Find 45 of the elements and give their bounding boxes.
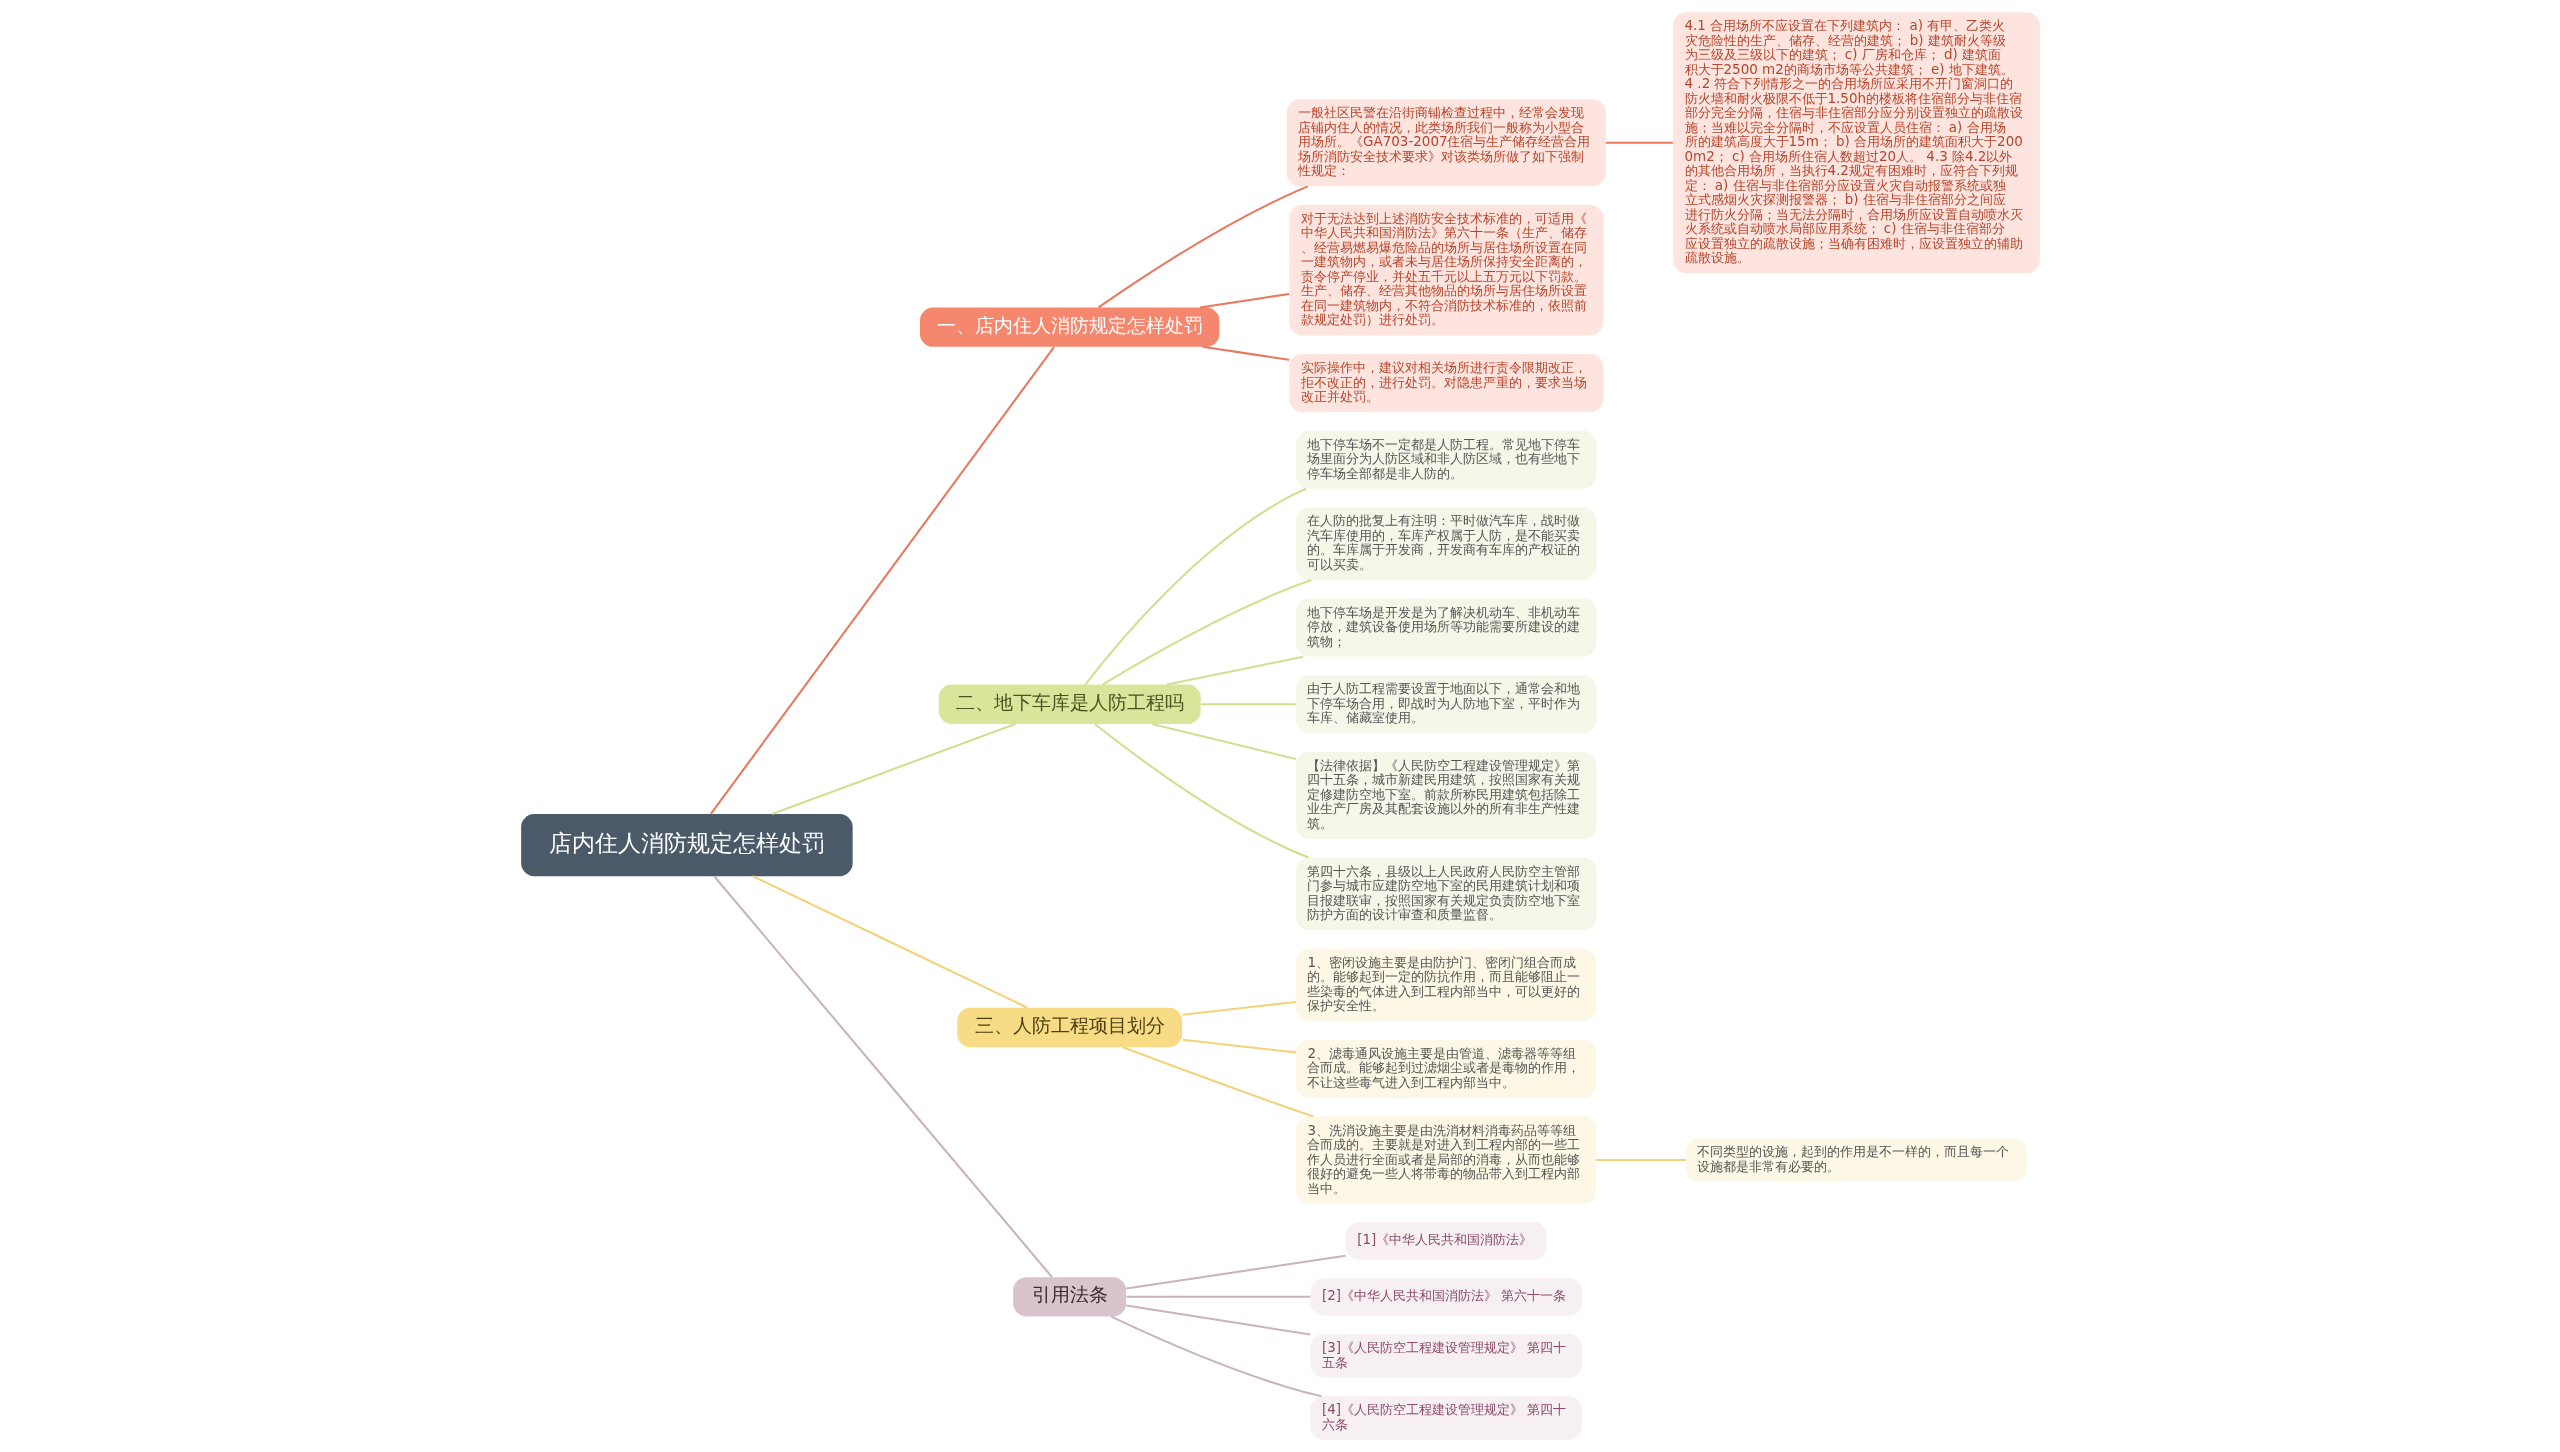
node-box: 地下停车场是开发是为了解决机动车、非机动车停放，建筑设备使用场所等功能需要所建设的建筑物； xyxy=(1295,598,1596,657)
node-box: 第四十六条，县级以上人民政府人民防空主管部门参与城市应建防空地下室的民用建筑计划和项目报建联审，按照国家有关规定负责防空地下室防护方面的设计审查和质量监督。 xyxy=(1295,857,1596,931)
node-box: 引用法条 xyxy=(1012,1277,1126,1317)
node-box: 在人防的批复上有注明：平时做汽车库，战时做汽车库使用的，车库产权属于人防，是不能买卖的。车库属于开发商，开发商有车库的产权证的可以买卖。 xyxy=(1295,507,1596,580)
connector xyxy=(1596,1159,1686,1162)
node-box: [4]《人民防空工程建设管理规定》 第四十六条 xyxy=(1310,1396,1582,1440)
node-box: 由于人防工程需要设置于地面以下，通常会和地下停车场合用，即战时为人防地下室，平时作为车库、储藏室使用。 xyxy=(1295,675,1596,734)
connector xyxy=(1125,1254,1346,1290)
node-box: 2、滤毒通风设施主要是由管道、滤毒器等等组合而成。能够起到过滤烟尘或者是毒物的作用，不让这些毒气进入到工程内部当中。 xyxy=(1295,1039,1596,1098)
node-box: 1、密闭设施主要是由防护门、密闭门组合而成的。能够起到一定的防抗作用，而且能够阻止一些染毒的气体进入到工程内部当中，可以更好的保护安全性。 xyxy=(1295,948,1596,1022)
node-box: 实际操作中，建议对相关场所进行责令限期改正，拒不改正的，进行处罚。对隐患严重的，要求当场改正并处罚。 xyxy=(1288,354,1603,413)
node-box: 【法律依据】《人民防空工程建设管理规定》第四十五条，城市新建民用建筑，按照国家有关规定修建防空地下室。前款所称民用建筑包括除工业生产厂房及其配套设施以外的所有非生产性建筑。 xyxy=(1295,751,1596,839)
connector xyxy=(1093,723,1309,859)
connector xyxy=(1199,292,1289,309)
connector xyxy=(1122,1046,1314,1118)
connector xyxy=(713,875,1053,1278)
connector xyxy=(752,875,1028,1009)
node-box: 一、店内住人消防规定怎样处罚 xyxy=(919,307,1219,347)
node-box: 地下停车场不一定都是人防工程。常见地下停车场里面分为人防区域和非人防区域，也有些地下停车场全部都是非人防的。 xyxy=(1295,430,1596,489)
connector xyxy=(709,346,1055,815)
connector xyxy=(1200,703,1296,706)
connector xyxy=(1084,487,1307,686)
connector xyxy=(771,723,1016,816)
connector xyxy=(1181,1000,1296,1016)
node-box: 店内住人消防规定怎样处罚 xyxy=(520,814,853,877)
connector xyxy=(1201,345,1289,361)
connector xyxy=(1166,655,1303,686)
node-box: 三、人防工程项目划分 xyxy=(956,1007,1182,1048)
node-box: 3、洗消设施主要是由洗消材料消毒药品等等组合而成的。主要就是对进入到工程内部的一些工作人员进行全面或者是局部的消毒，从而也能够很好的避免一些人将带毒的物品带入到工程内部当中。 xyxy=(1295,1116,1596,1204)
connector xyxy=(1125,1295,1310,1298)
connector xyxy=(1151,723,1296,761)
node-box: [1]《中华人民共和国消防法》 xyxy=(1345,1222,1547,1260)
connector xyxy=(1101,579,1312,686)
node-box: 4.1 合用场所不应设置在下列建筑内： a) 有甲、乙类火灾危险性的生产、储存、经营的建筑； b) 建筑耐火等级为三级及三级以下的建筑； c) 厂房和仓库； d) 建筑面积大于2500 m2的商场市场等公共建筑； e) 地下建筑。 4 .2 符合下列情形之一的合用场所应采用不开门窗洞口的防火墙和耐火极限不低于1.50h的楼板将住宿部分与非住宿部分完全分隔，住宿与非住宿部分应分别设置独立的疏散设施；当难以完全分隔时，不应设置人员住宿： a) 合用场所的建筑高度大于15m； b) 合用场所的建筑面积大于2000m2； c) 合用场所住宿人数超过20人。 4.3 除4.2以外的其他合用场所，当执行4.2规定有困难时，应符合下列规定： a) 住宿与非住宿部分应设置火灾自动报警系统或独立式感烟火灾探测报警器； b) 住宿与非住宿部分之间应进行防火分隔；当无法分隔时，合用场所应设置自动喷水灭火系统或自动喷水局部应用系统； c) 住宿与非住宿部分应设置独立的疏散设施；当确有困难时，应设置独立的辅助疏散设施。 xyxy=(1672,12,2040,274)
connector xyxy=(1605,141,1673,144)
node-box: 不同类型的设施，起到的作用是不一样的，而且每一个设施都是非常有必要的。 xyxy=(1685,1138,2027,1182)
node-box: [2]《中华人民共和国消防法》 第六十一条 xyxy=(1310,1278,1582,1316)
connector xyxy=(1181,1038,1296,1054)
node-box: 一般社区民警在沿街商铺检查过程中，经常会发现店铺内住人的情况，此类场所我们一般称为小型合用场所。《GA703-2007住宿与生产储存经营合用场所消防安全技术要求》对该类场所做了如下强制性规定： xyxy=(1286,99,1606,187)
connector xyxy=(1125,1304,1310,1336)
connector xyxy=(1110,1315,1322,1398)
node-box: 对于无法达到上述消防安全技术标准的，可适用《中华人民共和国消防法》第六十一条（生产、储存、经营易燃易爆危险品的场所与居住场所设置在同一建筑物内，或者未与居住场所保持安全距离的，责令停产停业，并处五千元以上五万元以下罚款。生产、储存、经营其他物品的场所与居住场所设置在同一建筑物内，不符合消防技术标准的，依照前款规定处罚）进行处罚。 xyxy=(1288,204,1603,336)
node-box: [3]《人民防空工程建设管理规定》 第四十五条 xyxy=(1310,1334,1582,1378)
connector xyxy=(1097,185,1308,309)
node-box: 二、地下车库是人防工程吗 xyxy=(938,684,1201,724)
